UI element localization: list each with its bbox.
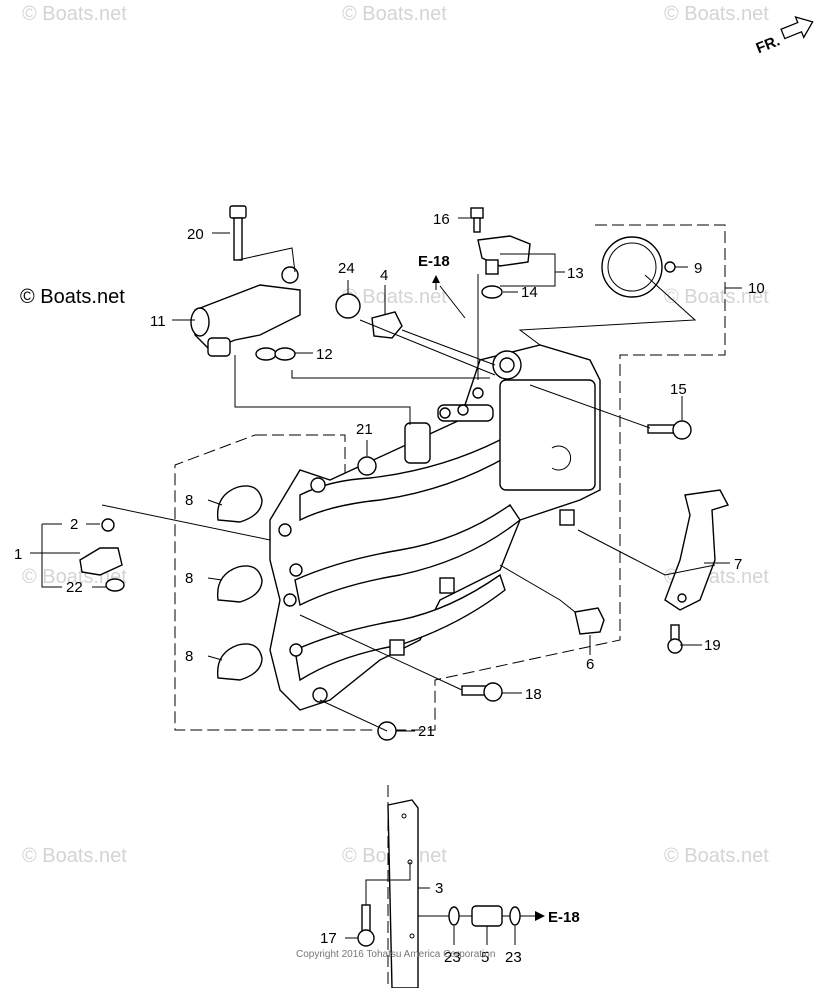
part-3-plate (387, 799, 419, 988)
part-8-gasket (216, 485, 263, 523)
callout-23: 23 (444, 949, 461, 966)
callout-9: 9 (694, 260, 702, 277)
callout-11: 11 (150, 313, 166, 330)
callout-21: 21 (356, 421, 373, 438)
callout-6: 6 (586, 656, 594, 673)
copyright-text: Copyright 2016 Tohatsu America Corporati… (296, 949, 495, 960)
part-1-sensor (79, 547, 123, 576)
callout-2: 2 (70, 516, 78, 533)
callout-22: 22 (66, 579, 83, 596)
callout-16: 16 (433, 211, 450, 228)
callout-17: 17 (320, 930, 337, 947)
callout-19: 19 (704, 637, 721, 654)
callout-13: 13 (567, 265, 584, 282)
reference-arrow-icon (535, 911, 545, 921)
leader-lines (30, 217, 742, 945)
part-23-oring (448, 906, 460, 926)
watermark-text: © Boats.net (664, 3, 769, 25)
part-9-gasket-inner (607, 242, 657, 292)
callout-10: 10 (748, 280, 765, 297)
prominent-watermark: © Boats.net (20, 286, 125, 308)
part-14-oring (481, 285, 503, 299)
watermark-text: © Boats.net (342, 286, 447, 308)
part-12-oring (255, 347, 277, 361)
part-9-gasket-tab (664, 261, 676, 273)
part-13-sensor-stem (485, 259, 499, 275)
callout-8: 8 (185, 492, 193, 509)
callouts: 1 2 3 4 5 6 7 8 8 8 9 10 11 12 13 14 15 … (14, 211, 765, 966)
part-11-valve-nozzle (207, 337, 231, 357)
callout-15: 15 (670, 381, 687, 398)
watermark-text: © Boats.net (22, 3, 127, 25)
part-20-bolt-shaft (233, 217, 243, 261)
part-11-valve-mount (281, 266, 299, 284)
part-22-oring (105, 578, 125, 592)
callout-3: 3 (435, 880, 443, 897)
callout-23: 23 (505, 949, 522, 966)
callout-12: 12 (316, 346, 333, 363)
part-8-gasket (216, 565, 263, 603)
callout-21: 21 (418, 723, 435, 740)
callout-8: 8 (185, 570, 193, 587)
part-21-nut (357, 456, 377, 476)
part-4-coupler (371, 311, 403, 339)
watermarks: © Boats.net © Boats.net © Boats.net © Bo… (20, 3, 769, 867)
part-24-cap (335, 293, 361, 319)
callout-4: 4 (380, 267, 388, 284)
part-7-bracket (664, 489, 730, 611)
part-6-clip (574, 607, 605, 635)
callout-14: 14 (521, 284, 538, 301)
part-17-bolt-head (357, 929, 375, 947)
part-23-oring (509, 906, 521, 926)
intake-manifold (269, 344, 601, 711)
callout-5: 5 (481, 949, 489, 966)
direction-arrow-icon (780, 15, 814, 40)
part-20-bolt (229, 205, 247, 219)
watermark-text: © Boats.net (342, 3, 447, 25)
part-9-gasket (601, 236, 663, 298)
watermark-text: © Boats.net (664, 845, 769, 867)
reference-arrow-icon (432, 275, 440, 283)
reference-label-top: E-18 (418, 253, 450, 270)
components (79, 205, 730, 988)
watermark-text: © Boats.net (664, 286, 769, 308)
callout-24: 24 (338, 260, 355, 277)
watermark-text: © Boats.net (22, 845, 127, 867)
part-13-sensor (477, 235, 531, 267)
part-7-bracket-hole (677, 593, 687, 603)
callout-20: 20 (187, 226, 204, 243)
reference-label-bottom: E-18 (548, 909, 580, 926)
part-8-gasket (216, 643, 263, 681)
callout-1: 1 (14, 546, 22, 563)
part-15-bolt-head (672, 420, 692, 440)
part-12-oring (274, 347, 296, 361)
callout-8: 8 (185, 648, 193, 665)
front-direction-label: FR. (754, 32, 783, 57)
part-11-valve-port (190, 307, 210, 337)
callout-18: 18 (525, 686, 542, 703)
part-11-valve (194, 284, 301, 351)
part-16-screw (470, 207, 484, 219)
part-18-bolt-head (483, 682, 503, 702)
callout-7: 7 (734, 556, 742, 573)
part-16-screw-shaft (473, 217, 481, 233)
part-19-bolt-head (667, 638, 683, 654)
part-5-fitting (471, 905, 503, 927)
part-2-washer (101, 518, 115, 532)
